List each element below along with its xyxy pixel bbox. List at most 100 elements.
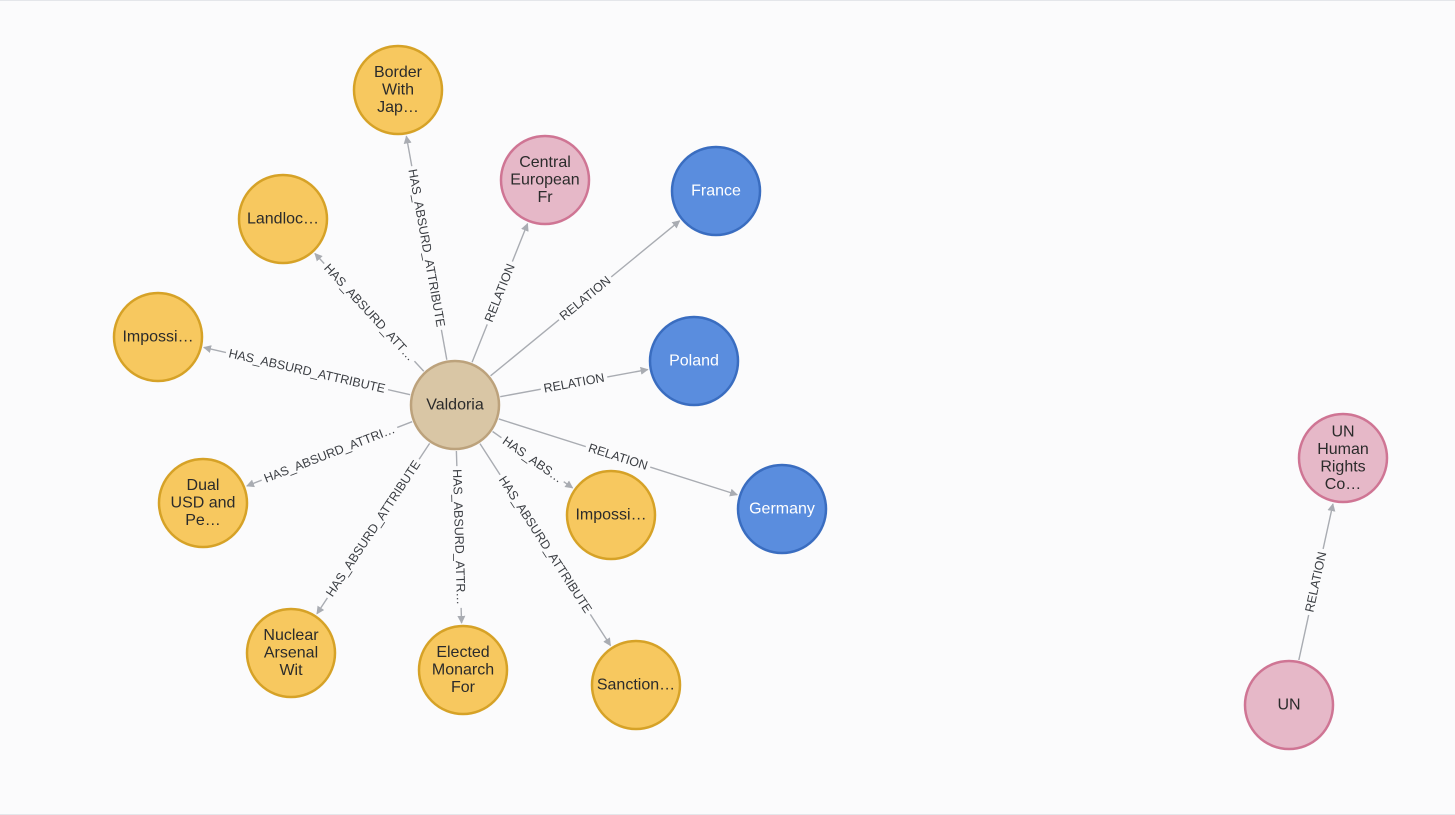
edge-label-bg	[448, 465, 470, 609]
node-label: Impossi…	[575, 507, 646, 524]
node-label: Border	[374, 64, 423, 81]
edge-valdoria-nuclear[interactable]: HAS_ABSURD_ATTRIBUTE	[316, 442, 431, 615]
edge-label: HAS_ABSURD_ATT…	[321, 261, 417, 364]
node-label: Elected	[436, 644, 489, 661]
edge-label-group: RELATION	[553, 270, 617, 326]
node-circle[interactable]	[670, 145, 762, 237]
node-label: Co…	[1325, 476, 1361, 493]
node-label: Germany	[749, 501, 815, 518]
edge-label: HAS_ABSURD_ATTRIBUTE	[227, 346, 386, 395]
edge-label-group: HAS_ABSURD_ATTRIBUTE	[403, 164, 450, 332]
edge-label-bg	[493, 470, 598, 619]
node-label: Central	[519, 154, 571, 171]
edge-label-group: HAS_ABSURD_ATTRIBUTE	[224, 344, 390, 398]
edge-label-bg	[224, 344, 390, 398]
edge-label-group: HAS_ABSURD_ATTRIBUTE	[320, 454, 426, 603]
edge-label-bg	[320, 454, 426, 603]
node-label: UN	[1331, 423, 1354, 440]
node-circle[interactable]	[157, 457, 249, 549]
node-circle[interactable]	[1243, 659, 1335, 751]
node-circle[interactable]	[409, 359, 501, 451]
edge-label: HAS_ABSURD_ATTRI…	[262, 422, 397, 486]
node-label: France	[691, 183, 741, 200]
node-border[interactable]: BorderWithJap…	[352, 44, 444, 136]
node-circle[interactable]	[590, 639, 682, 731]
node-label: Poland	[669, 353, 719, 370]
node-circle[interactable]	[112, 291, 204, 383]
edge-label: RELATION	[482, 262, 518, 324]
edges-layer: HAS_ABSURD_ATTRIBUTE RELATION RELATION RELA…	[203, 135, 1336, 661]
node-impossi2[interactable]: Impossi…	[565, 469, 657, 561]
node-circle[interactable]	[648, 315, 740, 407]
edge-label-bg	[1300, 547, 1331, 617]
node-un[interactable]: UN	[1243, 659, 1335, 751]
edge-label-bg	[583, 438, 653, 475]
edge-label-group: RELATION	[583, 438, 653, 475]
node-label: Monarch	[432, 662, 494, 679]
node-circle[interactable]	[237, 173, 329, 265]
edge-label-group: RELATION	[1300, 547, 1331, 617]
node-label: Landloc…	[247, 211, 319, 228]
edge-label-bg	[318, 258, 421, 367]
edge-label: RELATION	[542, 371, 605, 396]
node-label: Human	[1317, 441, 1369, 458]
edge-label-group: HAS_ABSURD_ATTR…	[448, 465, 470, 609]
node-label: Jap…	[377, 99, 419, 116]
node-circle[interactable]	[499, 134, 591, 226]
edge-label-bg	[258, 420, 401, 488]
node-circle[interactable]	[736, 463, 828, 555]
edge-un-unhrc[interactable]: RELATION	[1298, 503, 1336, 661]
edge-label-group: RELATION	[539, 369, 609, 398]
node-sanction[interactable]: Sanction…	[590, 639, 682, 731]
edge-label: RELATION	[557, 273, 614, 323]
node-circle[interactable]	[245, 607, 337, 699]
node-label: USD and	[171, 495, 236, 512]
edge-label: HAS_ABSURD_ATTR…	[450, 469, 468, 605]
node-valdoria[interactable]: Valdoria	[409, 359, 501, 451]
node-label: Fr	[537, 189, 553, 206]
edge-label: RELATION	[587, 441, 650, 473]
edge-valdoria-landloc[interactable]: HAS_ABSURD_ATT…	[314, 252, 425, 372]
node-label: Arsenal	[264, 645, 318, 662]
node-france[interactable]: France	[670, 145, 762, 237]
edge-label-group: RELATION	[479, 258, 520, 328]
node-circle[interactable]	[417, 624, 509, 716]
edge-label-bg	[479, 258, 520, 328]
node-landloc[interactable]: Landloc…	[237, 173, 329, 265]
edge-label: HAS_ABSURD_ATTRIBUTE	[323, 458, 423, 599]
edge-label: RELATION	[1302, 550, 1329, 613]
edge-label-group: HAS_ABSURD_ATT…	[318, 258, 421, 367]
edge-label-group: HAS_ABSURD_ATTRI…	[258, 420, 401, 488]
edge-valdoria-elected[interactable]: HAS_ABSURD_ATTR…	[448, 450, 470, 624]
edge-valdoria-dual[interactable]: HAS_ABSURD_ATTRI…	[246, 420, 413, 488]
node-label: Pe…	[185, 512, 221, 529]
node-label: Sanction…	[597, 677, 675, 694]
edge-valdoria-poland[interactable]: RELATION	[500, 366, 649, 398]
node-circle[interactable]	[352, 44, 444, 136]
edge-valdoria-impossi1[interactable]: HAS_ABSURD_ATTRIBUTE	[203, 344, 411, 398]
edge-label-bg	[539, 369, 609, 398]
edge-valdoria-border[interactable]: HAS_ABSURD_ATTRIBUTE	[403, 135, 450, 360]
node-impossi1[interactable]: Impossi…	[112, 291, 204, 383]
edge-label: HAS_ABSURD_ATTRIBUTE	[405, 168, 447, 328]
edge-valdoria-central[interactable]: RELATION	[471, 222, 529, 363]
edge-label-bg	[553, 270, 617, 326]
node-label: Rights	[1320, 458, 1365, 475]
node-label: Impossi…	[122, 329, 193, 346]
node-label: Valdoria	[426, 397, 484, 414]
node-unhrc[interactable]: UNHumanRightsCo…	[1297, 412, 1389, 504]
node-poland[interactable]: Poland	[648, 315, 740, 407]
edge-label-bg	[403, 164, 450, 332]
node-label: Nuclear	[263, 627, 319, 644]
node-circle[interactable]	[1297, 412, 1389, 504]
node-germany[interactable]: Germany	[736, 463, 828, 555]
node-circle[interactable]	[565, 469, 657, 561]
edge-label-bg	[496, 431, 569, 489]
